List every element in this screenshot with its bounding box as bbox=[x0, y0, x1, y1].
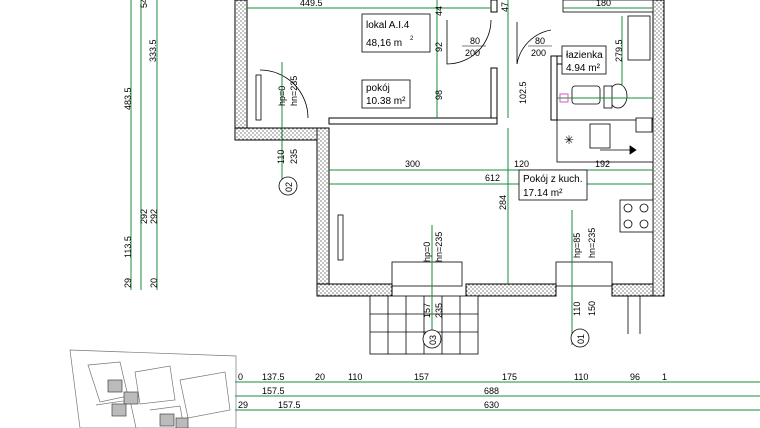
dim-44: 44 bbox=[434, 6, 444, 16]
dim-b1-110-b: 110 bbox=[574, 372, 588, 382]
room-name-lazienka: łazienka bbox=[566, 50, 603, 61]
dim-v-483-5: 483.5 bbox=[123, 87, 133, 110]
dim-b1-157: 157 bbox=[414, 372, 429, 382]
room-name-pokoj: pokój bbox=[366, 83, 390, 94]
site-plan-thumbnail bbox=[69, 349, 237, 428]
window-1-hp: hp=0 bbox=[277, 86, 287, 106]
window-2-width: 157 bbox=[422, 303, 432, 318]
room-label-boxes bbox=[361, 13, 607, 201]
dim-279-5: 279.5 bbox=[614, 39, 624, 62]
dim-102-5: 102.5 bbox=[518, 81, 528, 104]
window-2-hn: hn=235 bbox=[434, 232, 444, 262]
bathroom-fixtures bbox=[562, 0, 654, 109]
window-1-hn: hn=235 bbox=[289, 76, 299, 106]
unit-area-superscript: 2 bbox=[410, 36, 414, 42]
dim-b1-175: 175 bbox=[502, 372, 517, 382]
dim-b1-110-a: 110 bbox=[348, 372, 362, 382]
door-arcs bbox=[259, 19, 552, 119]
kitchen-fixtures bbox=[556, 117, 654, 233]
dim-top-449-5: 449.5 bbox=[300, 0, 323, 8]
window-2-height: 235 bbox=[434, 303, 444, 318]
interior-dimension-lines bbox=[247, 0, 653, 345]
terrace-tiles bbox=[369, 295, 479, 355]
axis-marker-02 bbox=[278, 176, 298, 196]
dim-b1-20: 20 bbox=[315, 372, 325, 382]
room-area-lazienka: 4.94 m² bbox=[566, 63, 601, 74]
dim-b2-688: 688 bbox=[484, 386, 499, 396]
window-2-hp: hp=0 bbox=[422, 242, 432, 262]
window-3-width: 110 bbox=[572, 302, 582, 316]
door-2-height: 200 bbox=[531, 48, 546, 58]
axis-label-01: 01 bbox=[576, 334, 586, 344]
windows bbox=[255, 74, 613, 287]
axis-markers: 02 03 01 bbox=[278, 176, 590, 349]
dim-v-54: 54 bbox=[139, 0, 149, 8]
dim-b2-157-5: 157.5 bbox=[262, 386, 285, 396]
dim-v-292-b: 292 bbox=[149, 209, 159, 224]
bottom-dimension-labels: 0 137.5 20 110 157 175 110 96 1 157.5 68… bbox=[238, 372, 667, 410]
bathroom-marker-icon bbox=[559, 93, 569, 103]
axis-marker-01 bbox=[570, 328, 590, 348]
door-1-height: 200 bbox=[465, 48, 480, 58]
room-name-pokoj-kuch: Pokój z kuch. bbox=[523, 174, 582, 185]
dim-47: 47 bbox=[500, 2, 510, 12]
room-area-pokoj-kuch: 17.14 m² bbox=[523, 188, 563, 199]
dim-v-29: 29 bbox=[123, 278, 133, 288]
dim-92: 92 bbox=[434, 42, 444, 52]
section-marker bbox=[600, 145, 637, 155]
dim-300: 300 bbox=[405, 159, 420, 169]
dim-v-113-5: 113.5 bbox=[123, 236, 133, 258]
balcony-rail bbox=[612, 295, 641, 334]
dim-284: 284 bbox=[498, 195, 508, 210]
left-dimension-labels: 54 333.5 483.5 292 292 113.5 29 20 bbox=[123, 0, 159, 288]
window-3-hn: hn=235 bbox=[587, 228, 597, 258]
dim-612: 612 bbox=[485, 173, 500, 183]
washbasin bbox=[571, 85, 601, 105]
dim-v-333-5: 333.5 bbox=[148, 39, 158, 62]
unit-name-label: lokal A.I.4 bbox=[366, 20, 410, 31]
dim-v-292-a: 292 bbox=[139, 209, 149, 224]
vent-mark-icon: ✳ bbox=[564, 133, 574, 147]
door-2-width: 80 bbox=[535, 36, 545, 46]
bottom-dimension-lines bbox=[235, 381, 760, 411]
dim-b3-157-5: 157.5 bbox=[278, 400, 301, 410]
dim-top-180: 180 bbox=[596, 0, 611, 8]
window-3-hp: hp=85 bbox=[572, 233, 582, 258]
dim-b3-630: 630 bbox=[484, 400, 499, 410]
axis-label-02: 02 bbox=[284, 182, 294, 192]
dim-192: 192 bbox=[595, 159, 610, 169]
dim-120: 120 bbox=[514, 159, 529, 169]
dim-b1-96: 96 bbox=[630, 372, 640, 382]
window-3-height: 150 bbox=[587, 301, 597, 316]
bathtub bbox=[562, 0, 654, 13]
unit-area-label: 48,16 m bbox=[366, 38, 402, 49]
dim-v-20: 20 bbox=[149, 278, 159, 288]
axis-marker-03 bbox=[422, 329, 442, 349]
window-labels: hp=0 hn=235 110 235 hp=0 hn=235 157 235 … bbox=[276, 76, 597, 318]
exterior-walls bbox=[234, 0, 665, 297]
interior-walls bbox=[328, 0, 564, 125]
dim-98: 98 bbox=[434, 90, 444, 100]
interior-dimension-labels: 449.5 180 44 92 98 102.5 279.5 47 284 30… bbox=[300, 0, 624, 210]
room-labels: lokal A.I.4 48,16 m 2 pokój 10.38 m² łaz… bbox=[366, 20, 603, 199]
dim-b1-1: 1 bbox=[662, 372, 667, 382]
door-labels: 80 200 80 200 bbox=[462, 36, 552, 58]
dim-b1-0: 0 bbox=[238, 372, 243, 382]
window-1-height: 235 bbox=[289, 149, 299, 164]
window-1-width: 110 bbox=[276, 150, 286, 164]
axis-label-03: 03 bbox=[428, 335, 438, 345]
dim-b1-137-5: 137.5 bbox=[262, 372, 285, 382]
room-area-pokoj: 10.38 m² bbox=[366, 96, 406, 107]
door-1-width: 80 bbox=[470, 36, 480, 46]
shower-unit bbox=[627, 15, 651, 61]
left-dimension-lines bbox=[130, 0, 158, 290]
dim-b3-29: 29 bbox=[238, 400, 248, 410]
